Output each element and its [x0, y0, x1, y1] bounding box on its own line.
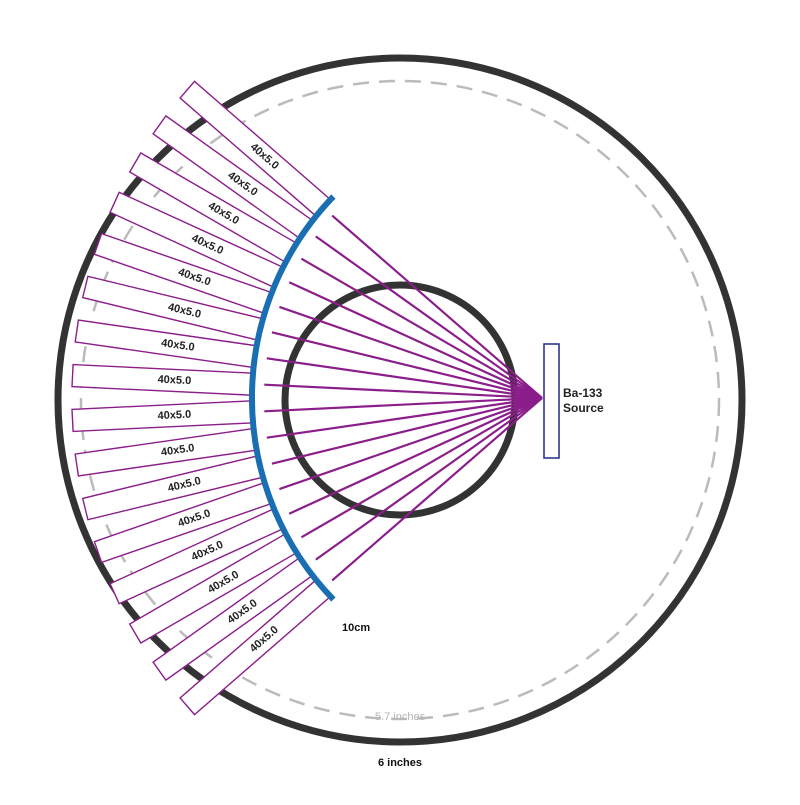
beam-line	[264, 383, 543, 400]
blue-arc-10cm	[248, 194, 336, 602]
beam-line	[264, 396, 543, 413]
detector-label: 40x5.0	[157, 374, 191, 388]
beam-line	[300, 257, 543, 399]
beam-line	[271, 396, 543, 465]
beam-line	[331, 214, 543, 399]
beam-line	[288, 281, 543, 400]
beam-line	[331, 397, 543, 582]
beam-line	[315, 235, 543, 399]
dashed-ring-label: 5.7 inches	[375, 711, 426, 723]
beam-line	[315, 397, 543, 561]
detector-label: 40x5.0	[160, 337, 195, 354]
beam-line	[279, 305, 543, 400]
beam-line	[266, 396, 543, 439]
outer-ring-label: 6 inches	[378, 757, 422, 769]
source-rect	[543, 343, 560, 459]
beam-line	[266, 357, 543, 400]
beam-apex	[514, 386, 542, 410]
source-label-ba133: Ba-133	[563, 386, 603, 400]
detector-label: 40x5.0	[157, 409, 191, 423]
beam-line	[279, 396, 543, 491]
outer-ring-6in	[54, 54, 746, 746]
source-label-source: Source	[563, 401, 604, 415]
detector-label: 40x5.0	[160, 442, 195, 459]
beam-line	[300, 397, 543, 539]
beam-line	[288, 396, 543, 515]
beam-line	[271, 331, 543, 400]
dashed-ring-5-7in	[79, 79, 721, 721]
arc-label-10cm: 10cm	[342, 622, 370, 634]
